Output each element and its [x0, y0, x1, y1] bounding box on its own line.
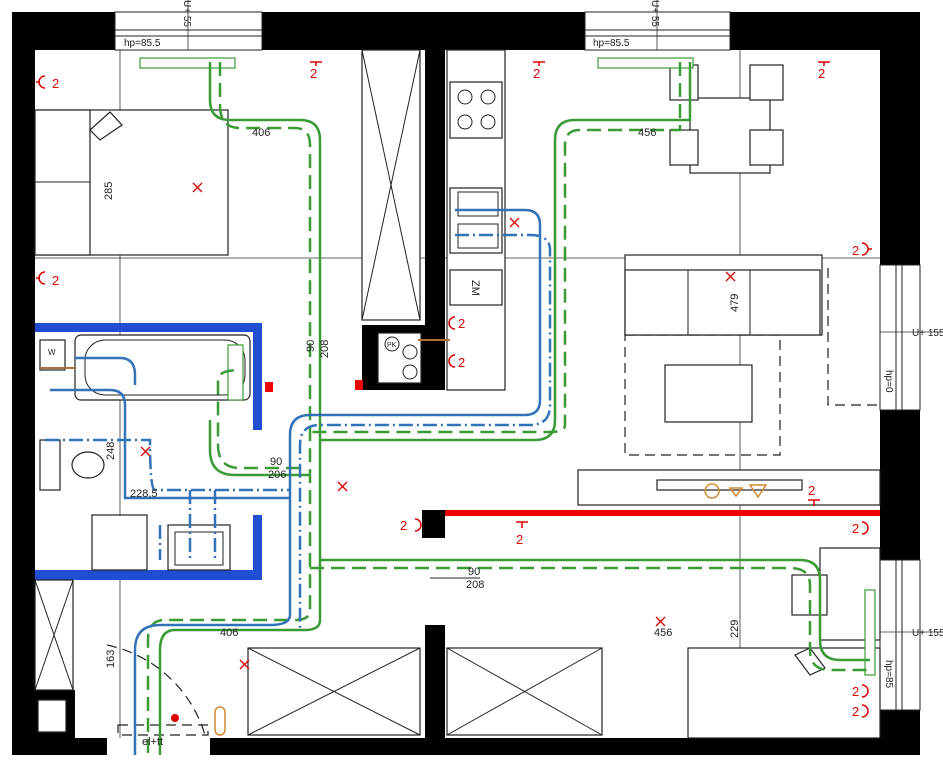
sill-height-top-left: hp=85.5	[124, 38, 161, 49]
labels: U+ 55 U+ 55 U+ 155 U+ 155 hp=85.5 hp=85.…	[103, 0, 943, 748]
dim-229: 229	[729, 620, 741, 638]
svg-text:2: 2	[808, 483, 815, 498]
boiler-washer: PK W	[39, 332, 422, 384]
svg-text:2: 2	[310, 66, 317, 81]
socket: 2	[852, 684, 869, 699]
socket: 2	[808, 483, 820, 506]
boiler-label: PK	[387, 342, 397, 349]
exterior-walls	[12, 12, 920, 755]
dim-456-top: 456	[638, 127, 656, 139]
wardrobe	[361, 49, 421, 321]
sill-height-right-lower: hp=85	[883, 660, 894, 689]
dim-248: 248	[105, 442, 117, 460]
dim-riser-90: 90	[305, 340, 317, 352]
dim-406-bottom: 406	[220, 627, 238, 639]
svg-text:2: 2	[458, 355, 465, 370]
windows	[114, 11, 921, 711]
dim-hall-90: 90	[468, 566, 480, 578]
bathroom-fixtures	[34, 334, 251, 733]
socket: 2	[818, 61, 830, 81]
living-furniture	[577, 254, 881, 506]
gas-pipe	[40, 339, 450, 369]
svg-text:2: 2	[533, 66, 540, 81]
socket: 2	[36, 75, 59, 91]
socket: 2	[36, 271, 59, 288]
svg-text:2: 2	[52, 273, 59, 288]
entry-door	[106, 644, 209, 736]
window-label-top-right: U+ 55	[649, 0, 660, 27]
svg-text:2: 2	[458, 316, 465, 331]
entry-label: el+tt	[142, 736, 163, 748]
light-points	[140, 182, 736, 670]
dim-228-5: 228,5	[130, 488, 158, 500]
dim-456-bottom: 456	[654, 627, 672, 639]
svg-text:2: 2	[400, 518, 407, 533]
kitchen-counter: ZM	[446, 49, 506, 391]
svg-text:2: 2	[852, 684, 859, 699]
sill-height-top-right: hp=85.5	[593, 38, 630, 49]
bedroom-right-furniture	[247, 547, 881, 739]
bed-left	[34, 109, 229, 256]
dim-hall-208: 208	[466, 579, 484, 591]
electrical-sockets: 2 2 2 2 2 2 2 2 2 2 2 2 2 2	[36, 61, 872, 719]
dining-set	[669, 64, 784, 174]
fridge-label: ZM	[469, 280, 481, 296]
dim-163: 163	[105, 650, 117, 668]
socket: 2	[400, 518, 422, 533]
svg-text:2: 2	[852, 243, 859, 258]
socket: 2	[852, 242, 872, 258]
socket: 2	[310, 61, 322, 81]
dim-bath-90: 90	[270, 456, 282, 468]
socket: 2	[516, 521, 528, 547]
window-label-right-lower: U+ 155	[912, 628, 943, 639]
svg-text:2: 2	[52, 76, 59, 91]
socket: 2	[852, 521, 869, 536]
window-label-right-upper: U+ 155	[912, 328, 943, 339]
gas-meter	[214, 706, 226, 736]
socket: 2	[448, 354, 465, 370]
dim-riser-208: 208	[319, 340, 331, 358]
svg-text:2: 2	[516, 532, 523, 547]
water-pipes	[45, 208, 552, 755]
socket: 2	[533, 61, 545, 81]
dim-285: 285	[103, 182, 115, 200]
socket: 2	[852, 704, 869, 719]
sill-height-right-upper: hp=0	[883, 370, 894, 393]
socket: 2	[448, 316, 465, 331]
svg-text:2: 2	[852, 704, 859, 719]
svg-text:2: 2	[852, 521, 859, 536]
washer-label: W	[48, 348, 56, 357]
interior-walls	[35, 50, 880, 738]
gas-taps	[704, 483, 768, 499]
heating-pipes	[146, 62, 870, 755]
radiators	[139, 57, 876, 676]
window-label-top-left: U+ 55	[181, 0, 192, 27]
dim-bath-206: 206	[268, 469, 286, 481]
dim-479: 479	[729, 294, 741, 312]
dim-406-top: 406	[252, 127, 270, 139]
svg-text:2: 2	[818, 66, 825, 81]
